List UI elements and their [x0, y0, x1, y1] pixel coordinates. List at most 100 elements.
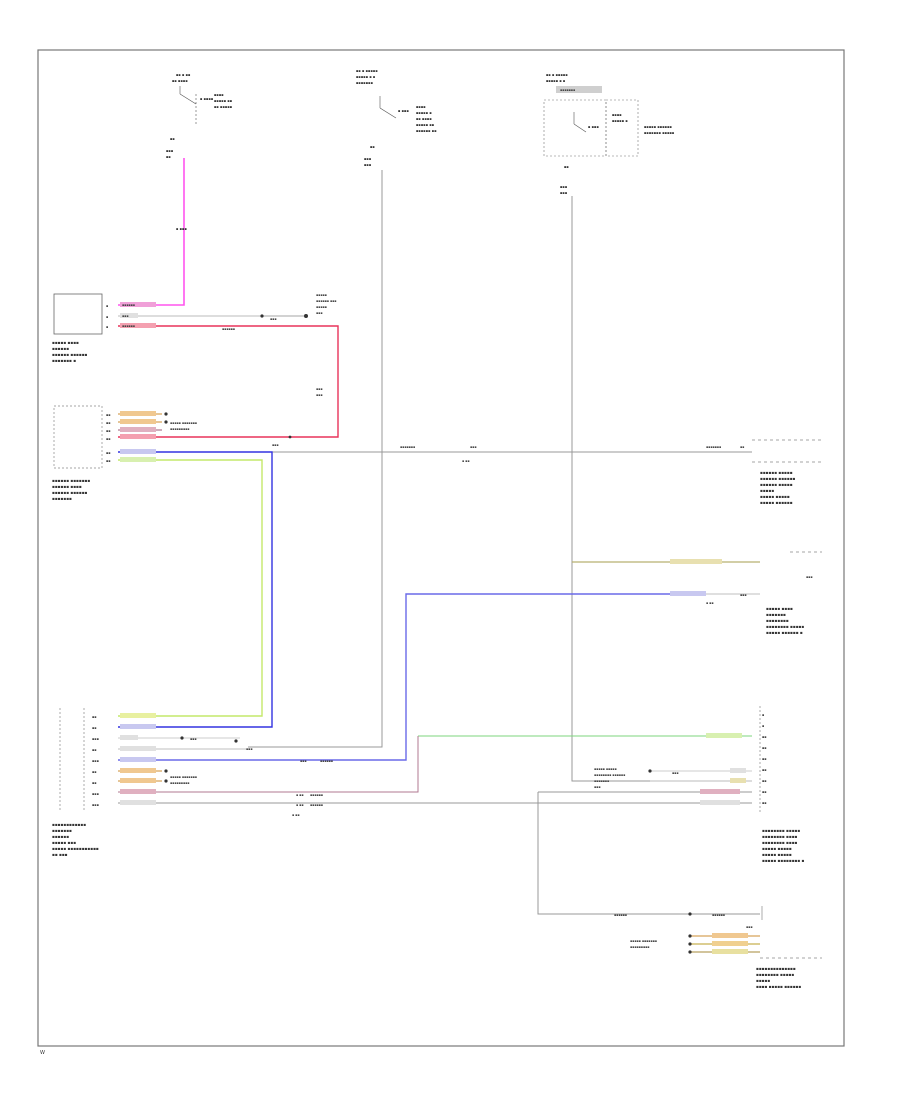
- svg-text:▪▪▪▪▪▪: ▪▪▪▪▪▪: [52, 834, 69, 839]
- svg-text:▪▪▪▪▪▪: ▪▪▪▪▪▪: [614, 913, 627, 917]
- svg-text:▪▪▪▪▪ ▪▪: ▪▪▪▪▪ ▪▪: [416, 123, 435, 127]
- svg-text:▪▪: ▪▪: [564, 165, 569, 169]
- svg-text:▪▪▪▪▪▪▪▪ ▪▪▪▪▪: ▪▪▪▪▪▪▪▪ ▪▪▪▪▪: [756, 972, 794, 977]
- svg-text:▪▪▪: ▪▪▪: [272, 443, 278, 447]
- svg-text:▪▪: ▪▪: [106, 429, 111, 433]
- svg-text:▪▪: ▪▪: [762, 746, 767, 750]
- svg-text:▪▪▪▪▪ ▪▪▪▪▪▪▪: ▪▪▪▪▪ ▪▪▪▪▪▪▪: [170, 775, 197, 779]
- svg-text:▪▪▪▪▪▪▪: ▪▪▪▪▪▪▪: [706, 445, 721, 449]
- svg-text:▪: ▪: [106, 325, 108, 329]
- svg-text:▪▪ ▪ ▪▪▪▪▪: ▪▪ ▪ ▪▪▪▪▪: [546, 73, 568, 77]
- svg-text:▪▪▪▪▪ ▪▪▪▪▪: ▪▪▪▪▪ ▪▪▪▪▪: [762, 852, 792, 857]
- wire-color-labels: ▪▪▪▪▪▪ ▪▪▪ ▪▪▪▪▪▪ ▪▪▪▪▪▪ ▪▪▪ ▪▪▪▪▪ ▪▪▪▪▪…: [120, 293, 748, 954]
- svg-text:▪▪▪▪: ▪▪▪▪: [214, 93, 224, 97]
- svg-text:▪▪▪▪▪ ▪▪▪▪: ▪▪▪▪▪ ▪▪▪▪: [52, 340, 79, 345]
- svg-text:▪▪▪▪▪▪ ▪▪▪▪▪▪▪: ▪▪▪▪▪▪ ▪▪▪▪▪▪▪: [52, 478, 90, 483]
- svg-text:▪▪▪: ▪▪▪: [364, 157, 372, 161]
- svg-text:▪▪: ▪▪: [762, 768, 767, 772]
- selector-lever-module: ▪ ▪ ▪▪ ▪▪ ▪▪ ▪▪ ▪▪ ▪▪ ▪▪ ▪▪▪▪▪▪▪▪ ▪▪▪▪▪ …: [759, 706, 805, 863]
- svg-text:▪▪▪▪▪ ▪▪▪▪▪▪▪▪▪▪▪: ▪▪▪▪▪ ▪▪▪▪▪▪▪▪▪▪▪: [52, 846, 99, 851]
- wire-gray-right: [571, 196, 650, 782]
- svg-text:▪▪: ▪▪: [370, 145, 375, 149]
- svg-text:▪▪▪: ▪▪▪: [92, 792, 99, 796]
- svg-text:▪▪▪▪▪▪ ▪▪▪: ▪▪▪▪▪▪ ▪▪▪: [316, 299, 336, 303]
- svg-text:▪▪▪▪ ▪▪▪▪▪ ▪▪▪▪▪▪: ▪▪▪▪ ▪▪▪▪▪ ▪▪▪▪▪▪: [756, 984, 801, 989]
- wire-blue-ecm: [118, 451, 273, 728]
- svg-text:▪▪ ▪ ▪▪: ▪▪ ▪ ▪▪: [176, 73, 191, 77]
- svg-text:▪▪▪▪▪ ▪▪▪▪▪▪▪▪ ▪: ▪▪▪▪▪ ▪▪▪▪▪▪▪▪ ▪: [762, 858, 805, 863]
- fuse-block-right: ▪▪ ▪ ▪▪▪▪▪ ▪▪▪▪▪ ▪ ▪ ▪▪▪▪▪▪▪ ▪ ▪▪▪ ▪▪▪▪ …: [543, 73, 675, 195]
- svg-text:▪▪: ▪▪: [170, 137, 175, 141]
- svg-text:▪▪▪▪▪▪ ▪▪: ▪▪▪▪▪▪ ▪▪: [416, 129, 437, 133]
- svg-text:▪▪▪: ▪▪▪: [92, 737, 99, 741]
- svg-text:▪▪▪▪▪ ▪▪▪▪▪▪▪: ▪▪▪▪▪ ▪▪▪▪▪▪▪: [170, 421, 197, 425]
- svg-text:▪▪▪▪▪▪▪: ▪▪▪▪▪▪▪: [356, 81, 374, 85]
- svg-text:▪ ▪▪▪: ▪ ▪▪▪: [176, 227, 187, 231]
- svg-text:▪▪: ▪▪: [106, 459, 111, 463]
- svg-text:▪▪▪▪▪▪▪▪▪: ▪▪▪▪▪▪▪▪▪: [170, 781, 189, 785]
- svg-text:▪▪▪▪▪▪▪: ▪▪▪▪▪▪▪: [766, 612, 786, 617]
- svg-text:▪▪▪: ▪▪▪: [470, 445, 476, 449]
- svg-text:▪: ▪: [762, 713, 764, 717]
- svg-text:▪▪▪▪▪▪: ▪▪▪▪▪▪: [222, 327, 235, 331]
- svg-text:▪▪: ▪▪: [762, 757, 767, 761]
- svg-text:▪▪▪▪▪ ▪▪▪▪▪▪: ▪▪▪▪▪ ▪▪▪▪▪▪: [644, 125, 672, 129]
- svg-text:▪▪▪▪▪: ▪▪▪▪▪: [316, 293, 327, 297]
- svg-text:▪▪▪▪▪▪▪: ▪▪▪▪▪▪▪: [400, 445, 415, 449]
- shift-lock-solenoid: ▪▪▪ ▪▪▪▪▪ ▪▪▪▪ ▪▪▪▪▪▪▪ ▪▪▪▪▪▪▪▪ ▪▪▪▪▪▪▪▪…: [766, 551, 822, 635]
- svg-text:▪▪▪▪▪ ▪ ▪: ▪▪▪▪▪ ▪ ▪: [546, 79, 566, 83]
- svg-text:▪▪▪▪▪: ▪▪▪▪▪: [316, 305, 327, 309]
- svg-text:▪▪▪: ▪▪▪: [92, 759, 99, 763]
- svg-text:▪: ▪: [106, 304, 108, 308]
- junction-dots: [164, 314, 692, 954]
- svg-text:▪▪ ▪▪▪: ▪▪ ▪▪▪: [52, 852, 68, 857]
- svg-text:▪▪▪▪▪ ▪▪▪▪▪▪ ▪: ▪▪▪▪▪ ▪▪▪▪▪▪ ▪: [766, 630, 803, 635]
- svg-text:▪▪▪▪▪▪▪▪: ▪▪▪▪▪▪▪▪: [766, 618, 789, 623]
- svg-text:▪▪▪▪▪▪▪: ▪▪▪▪▪▪▪: [594, 779, 609, 783]
- wire-gray-center: [248, 170, 383, 748]
- svg-text:▪▪▪▪▪ ▪▪▪▪▪: ▪▪▪▪▪ ▪▪▪▪▪: [762, 846, 792, 851]
- svg-text:▪▪▪: ▪▪▪: [316, 311, 322, 315]
- svg-text:▪▪: ▪▪: [92, 770, 97, 774]
- svg-text:▪▪: ▪▪: [762, 790, 767, 794]
- svg-text:▪▪▪▪▪▪: ▪▪▪▪▪▪: [122, 303, 135, 307]
- svg-text:▪▪: ▪▪: [762, 801, 767, 805]
- svg-text:▪▪▪▪▪▪▪▪▪▪▪▪: ▪▪▪▪▪▪▪▪▪▪▪▪: [52, 822, 86, 827]
- fuse-block-center: ▪▪ ▪ ▪▪▪▪▪ ▪▪▪▪▪ ▪ ▪ ▪▪▪▪▪▪▪ ▪ ▪▪▪ ▪▪▪▪ …: [356, 69, 437, 167]
- svg-text:▪▪▪: ▪▪▪: [166, 149, 174, 153]
- svg-text:▪▪▪▪▪▪▪: ▪▪▪▪▪▪▪: [52, 828, 72, 833]
- svg-text:▪▪▪▪▪▪▪▪ ▪▪▪▪: ▪▪▪▪▪▪▪▪ ▪▪▪▪: [762, 834, 798, 839]
- brake-light-switch: ▪ ▪ ▪ ▪▪▪▪▪ ▪▪▪▪ ▪▪▪▪▪▪ ▪▪▪▪▪▪ ▪▪▪▪▪▪ ▪▪…: [52, 293, 108, 363]
- svg-text:▪▪▪▪▪ ▪▪▪▪▪▪: ▪▪▪▪▪ ▪▪▪▪▪▪: [760, 500, 793, 505]
- svg-text:▪▪▪▪▪ ▪▪: ▪▪▪▪▪ ▪▪: [214, 99, 233, 103]
- wire-green-ecm: [118, 459, 263, 717]
- svg-text:▪▪▪▪▪▪▪▪▪: ▪▪▪▪▪▪▪▪▪: [630, 945, 649, 949]
- svg-text:▪▪▪▪▪▪: ▪▪▪▪▪▪: [320, 759, 333, 763]
- svg-text:▪ ▪▪▪: ▪ ▪▪▪: [588, 125, 599, 129]
- svg-text:▪▪▪▪▪▪: ▪▪▪▪▪▪: [310, 793, 323, 797]
- svg-text:▪▪: ▪▪: [106, 413, 111, 417]
- svg-text:▪▪▪: ▪▪▪: [246, 747, 252, 751]
- svg-text:▪▪ ▪▪▪▪: ▪▪ ▪▪▪▪: [416, 117, 432, 121]
- stoplamp-module-right: ▪▪▪▪▪▪ ▪▪▪▪▪ ▪▪▪▪▪▪ ▪▪▪▪▪▪ ▪▪▪▪▪▪ ▪▪▪▪▪ …: [752, 439, 822, 505]
- svg-text:▪▪▪: ▪▪▪: [806, 575, 812, 579]
- svg-text:▪▪▪▪▪ ▪▪▪▪▪: ▪▪▪▪▪ ▪▪▪▪▪: [594, 767, 617, 771]
- svg-text:▪▪▪▪▪▪: ▪▪▪▪▪▪: [310, 803, 323, 807]
- svg-text:▪▪▪▪▪▪: ▪▪▪▪▪▪: [122, 324, 135, 328]
- svg-text:▪▪: ▪▪: [92, 781, 97, 785]
- svg-text:▪ ▪▪: ▪ ▪▪: [296, 803, 304, 807]
- svg-text:▪▪▪▪▪ ▪▪▪: ▪▪▪▪▪ ▪▪▪: [52, 840, 76, 845]
- svg-text:▪ ▪▪: ▪ ▪▪: [462, 459, 470, 463]
- svg-text:▪ ▪▪: ▪ ▪▪: [292, 813, 300, 817]
- svg-text:▪▪▪▪: ▪▪▪▪: [612, 113, 622, 117]
- svg-text:▪▪▪▪▪▪▪: ▪▪▪▪▪▪▪: [52, 496, 72, 501]
- svg-text:▪▪▪▪▪▪▪ ▪▪▪▪▪: ▪▪▪▪▪▪▪ ▪▪▪▪▪: [644, 131, 675, 135]
- svg-text:▪▪▪: ▪▪▪: [316, 387, 322, 391]
- svg-text:▪▪▪▪▪▪ ▪▪▪▪: ▪▪▪▪▪▪ ▪▪▪▪: [52, 484, 82, 489]
- svg-text:▪: ▪: [106, 315, 108, 319]
- svg-text:▪▪: ▪▪: [92, 748, 97, 752]
- svg-text:▪▪: ▪▪: [92, 726, 97, 730]
- svg-text:▪▪▪▪▪ ▪: ▪▪▪▪▪ ▪: [612, 119, 628, 123]
- svg-text:▪▪▪▪▪ ▪: ▪▪▪▪▪ ▪: [416, 111, 432, 115]
